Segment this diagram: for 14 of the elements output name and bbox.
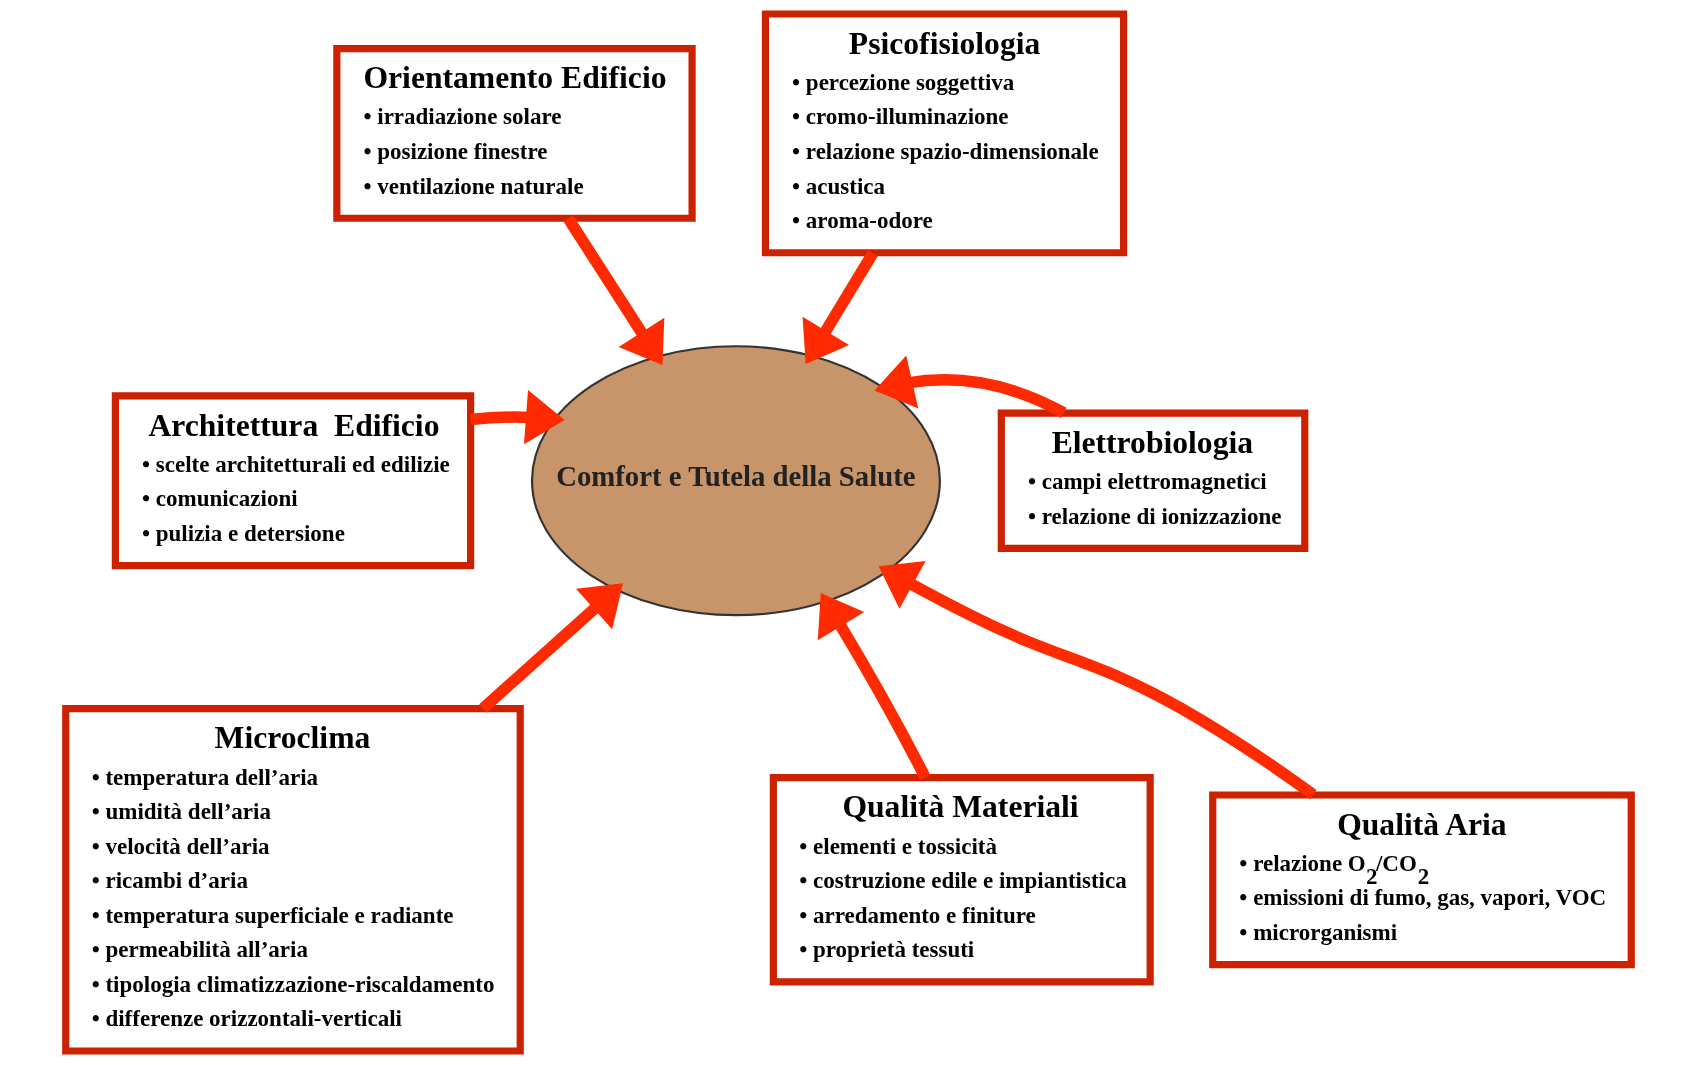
arrow <box>817 593 931 780</box>
node-box: Orientamento Edificio • irradiazione solare • posizione finestre • ventilazione naturale <box>333 44 696 222</box>
arrow <box>878 561 1317 800</box>
node-box: Qualità Materiali • elementi e tossicità • costruzione edile e impiantistica • arredamento e finiture • proprietà tessuti <box>769 774 1154 986</box>
arrow <box>470 389 565 445</box>
node-ellipse: Comfort e Tutela della Salute <box>530 345 941 617</box>
arrow <box>874 355 1067 418</box>
node-box: Microclima • temperatura dell’aria • umidità dell’aria • velocità dell’aria • ricambi d’aria • temperatura superficiale e radiante • permeabilità all’aria • tipologia climatizzazione-riscaldamento • differenze orizzontali-verticali <box>62 705 524 1055</box>
arrow <box>479 583 623 713</box>
arrow <box>802 249 878 365</box>
node-box: Architettura Edificio • scelte architetturali ed edilizie • comunicazioni • pulizia e detersione <box>111 392 475 570</box>
node-box: Elettrobiologia • campi elettromagnetici • relazione di ionizzazione <box>997 409 1309 552</box>
arrow <box>563 215 665 365</box>
node-box: Psicofisiologia • percezione soggettiva • cromo-illuminazione • relazione spazio-dimensionale • acustica • aroma-odore <box>761 10 1128 257</box>
